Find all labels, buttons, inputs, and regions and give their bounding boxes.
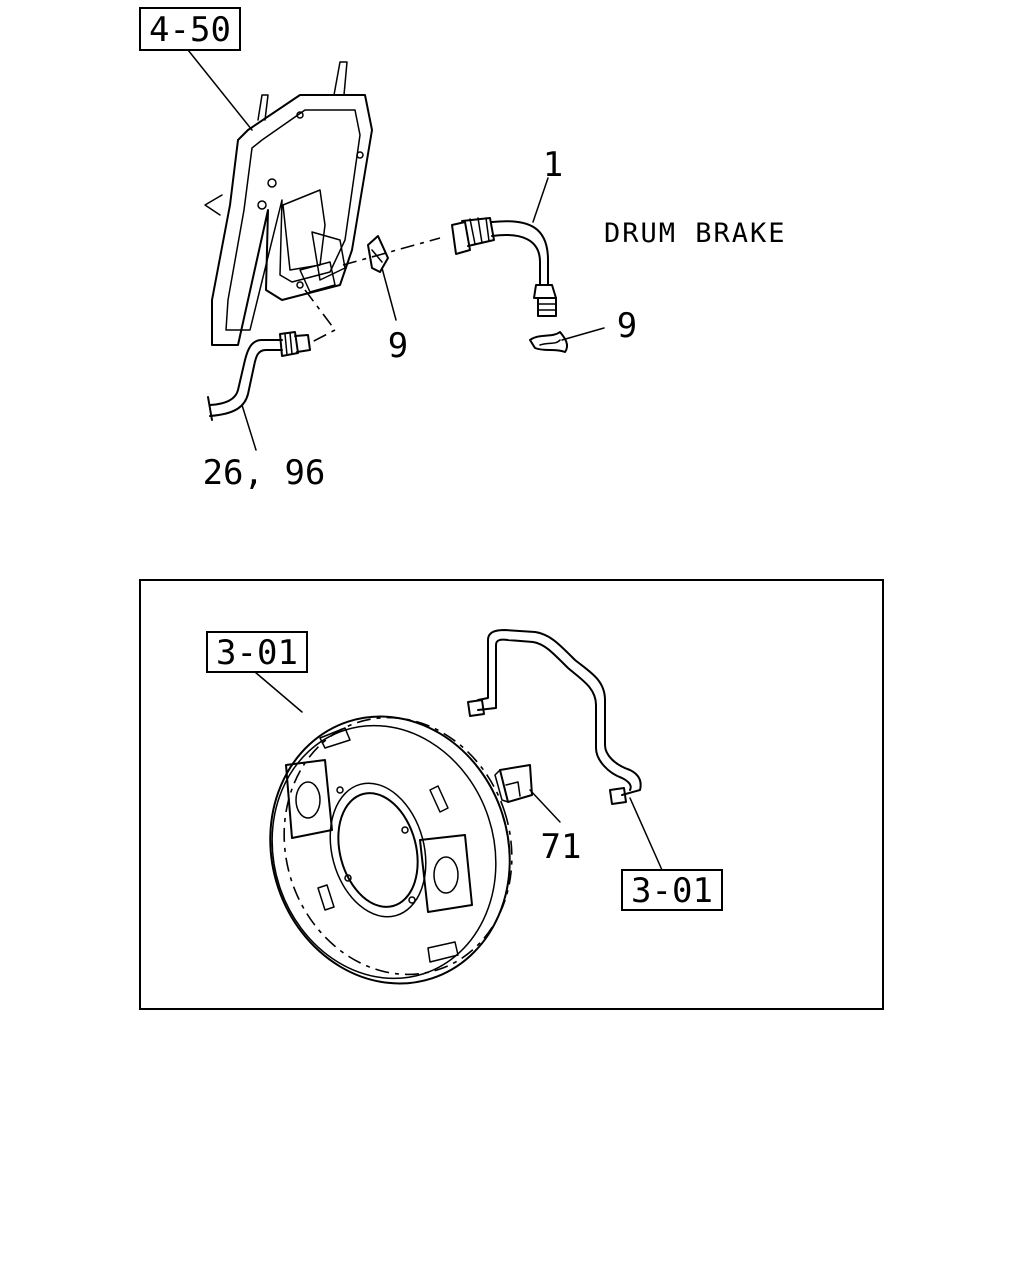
ref-box-pipe: [621, 869, 723, 911]
ref-label-pipe: 3-01: [631, 871, 713, 911]
small-clip: [494, 764, 533, 803]
leader-hose: [532, 177, 549, 223]
clip-left: [367, 235, 389, 273]
leader-ref-top: [187, 49, 253, 131]
leader-clip-left: [381, 267, 397, 321]
inset-brake-pipe: [467, 629, 642, 805]
assembly-line-hose: [342, 237, 441, 266]
ref-box-plate: [206, 631, 308, 673]
backing-plate: [269, 715, 513, 985]
ref-label-plate: 3-01: [216, 633, 298, 673]
part-label-clip-right: 9: [617, 306, 637, 346]
leader-ref-plate: [254, 671, 303, 713]
leader-clip-right: [561, 327, 605, 341]
brake-hose: [451, 217, 557, 317]
part-label-hose: 1: [543, 145, 563, 185]
part-label-small-clip: 71: [541, 827, 582, 867]
leader-small-clip: [529, 789, 561, 823]
leader-ref-pipe: [629, 797, 663, 871]
part-label-clip-left: 9: [388, 326, 408, 366]
ref-label-top: 4-50: [149, 10, 231, 50]
part-label-pipe: 26, 96: [203, 453, 326, 493]
clip-right: [529, 331, 569, 353]
frame-bracket: [204, 61, 373, 346]
ref-box-top: [139, 7, 241, 51]
assembly-line-pipe: [304, 289, 337, 343]
drum-brake-caption: DRUM BRAKE: [604, 218, 787, 249]
brake-pipe: [207, 331, 311, 421]
leader-pipe: [241, 404, 257, 451]
inset-frame: [139, 579, 884, 1010]
